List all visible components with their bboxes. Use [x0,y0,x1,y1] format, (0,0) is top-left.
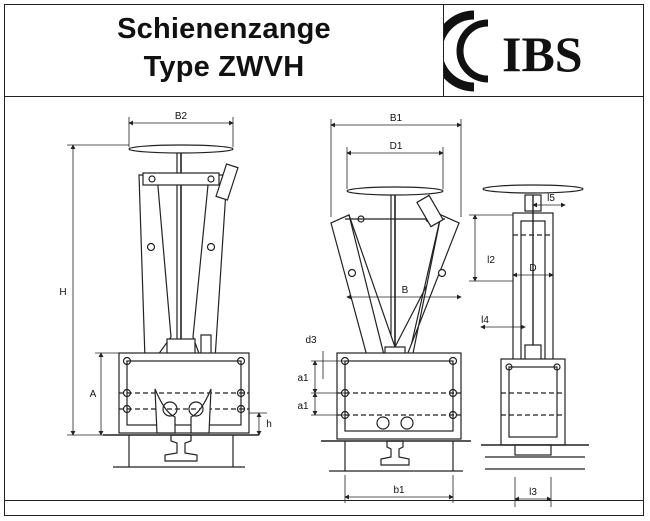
label-D1: D1 [390,141,403,152]
front-view [103,144,259,468]
front-dimension-lines [67,117,267,436]
side-dimension-lines [469,202,566,507]
middle-dimension-lines [311,119,462,503]
side-view [481,184,589,470]
technical-drawing: B2 H A h B1 D1 B d3 a1 a1 b1 l5 l2 D l4 … [59,111,589,507]
side-housing [500,358,566,446]
side-rail [514,444,552,456]
front-left-arm [138,174,172,360]
label-A: A [90,389,97,400]
label-B1: B1 [390,113,403,124]
front-right-arm [192,174,228,360]
drawing-sheet: Schienenzange Type ZWVH IBS [4,4,644,516]
middle-rail [380,440,410,466]
label-a1-upper: a1 [297,373,309,384]
middle-housing [336,352,462,440]
label-B: B [402,285,409,296]
footer-divider [5,500,643,501]
label-B2: B2 [175,111,188,122]
label-D: D [529,263,536,274]
logo-arc-inner [456,19,489,83]
label-l3: l3 [529,487,537,498]
title-line-2: Type ZWVH [143,51,305,83]
dimension-labels: B2 H A h B1 D1 B d3 a1 a1 b1 l5 l2 D l4 … [59,111,555,498]
label-H: H [59,287,66,298]
label-b1: b1 [393,485,405,496]
label-h: h [266,419,272,430]
label-d3: d3 [305,335,317,346]
logo-block: IBS [433,5,643,97]
label-l5: l5 [547,193,555,204]
logo-text: IBS [502,26,583,82]
label-l2: l2 [487,255,495,266]
ibs-logo: IBS [433,10,583,92]
label-a1-lower: a1 [297,401,309,412]
title-line-1: Schienenzange [117,13,331,45]
label-l4: l4 [481,315,489,326]
middle-view [321,186,471,472]
title-block: Schienenzange Type ZWVH [5,5,444,97]
front-rail [164,434,198,462]
